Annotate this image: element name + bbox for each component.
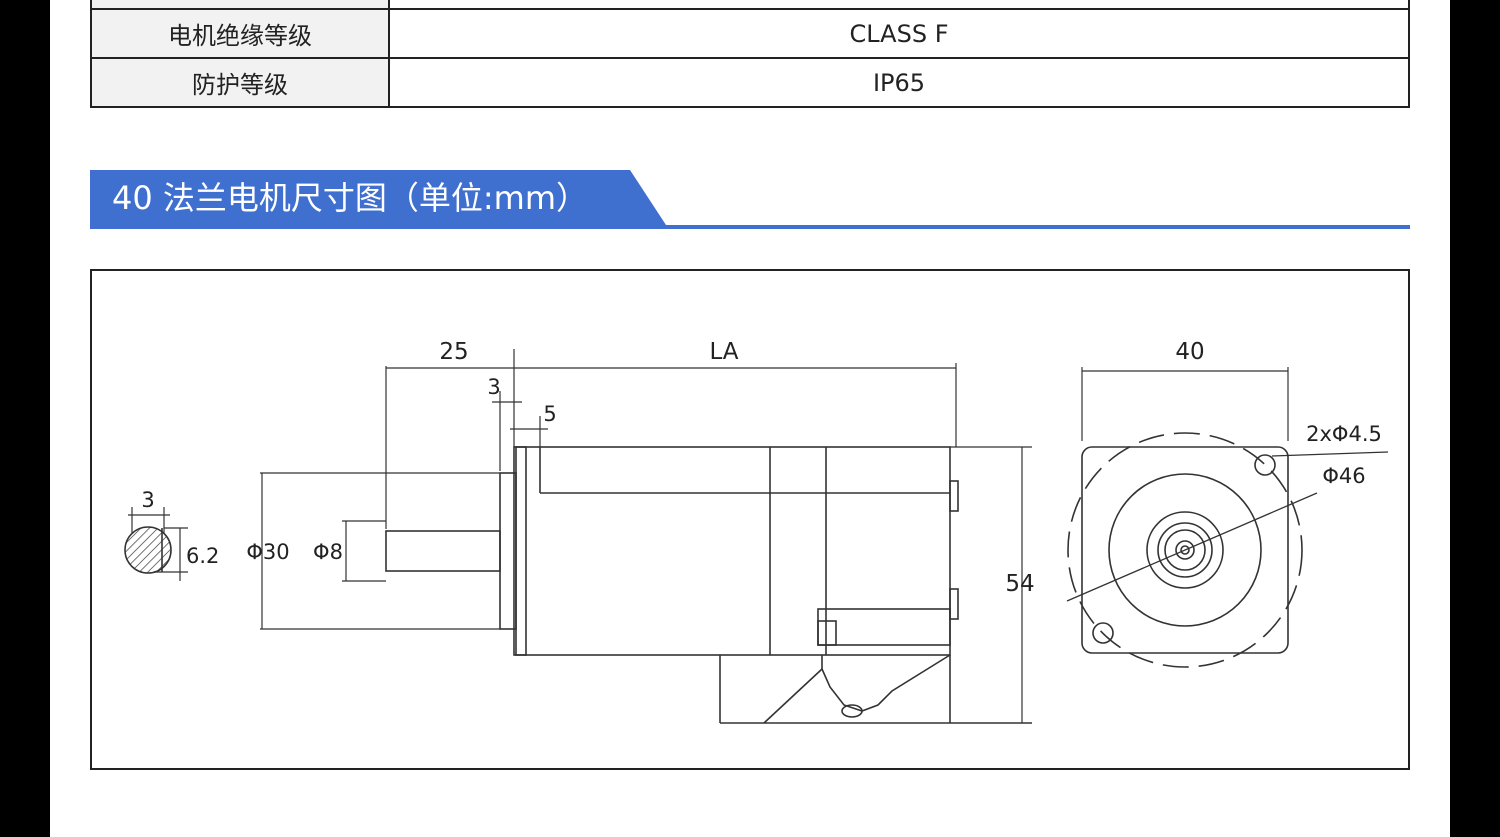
dim-step: 5 — [543, 402, 556, 426]
dim-height: 54 — [1005, 571, 1034, 597]
motor-front-view — [1066, 367, 1389, 668]
banner-shape — [90, 170, 1410, 229]
dim-pilot-diameter: Φ30 — [246, 540, 289, 564]
spec-label: 电机绝缘等级 — [90, 8, 390, 59]
dim-flange-thickness: 3 — [487, 375, 500, 399]
dim-shaft-diameter: Φ8 — [313, 540, 343, 564]
spec-table-row-cutoff — [90, 0, 1410, 10]
dim-key-depth: 6.2 — [186, 544, 219, 568]
motor-side-view — [260, 349, 1032, 724]
dim-square: 40 — [1175, 339, 1204, 365]
dimension-drawing: 25 LA 3 5 3 6.2 Φ30 Φ8 54 40 2xΦ4.5 Φ46 — [90, 269, 1410, 770]
spec-value: CLASS F — [388, 8, 1410, 59]
shaft-section-view — [124, 507, 188, 581]
dim-flange-length: 25 — [439, 339, 468, 365]
dim-holes: 2xΦ4.5 — [1306, 422, 1382, 446]
dim-bolt-circle: Φ46 — [1322, 464, 1365, 488]
drawing-svg: 25 LA 3 5 3 6.2 Φ30 Φ8 54 40 2xΦ4.5 Φ46 — [124, 339, 1389, 724]
spec-row-protection: 防护等级 IP65 — [90, 57, 1410, 108]
section-banner: 40 法兰电机尺寸图（单位:mm） — [90, 170, 1410, 230]
dim-key-width: 3 — [141, 488, 154, 512]
spec-value: IP65 — [388, 57, 1410, 108]
section-title: 40 法兰电机尺寸图（单位:mm） — [112, 179, 589, 217]
spec-row-insulation: 电机绝缘等级 CLASS F — [90, 8, 1410, 59]
page: 电机绝缘等级 CLASS F 防护等级 IP65 40 法兰电机尺寸图（单位:m… — [50, 0, 1450, 837]
spec-table: 电机绝缘等级 CLASS F 防护等级 IP65 — [90, 0, 1410, 108]
dim-body-length: LA — [709, 339, 738, 365]
spec-label: 防护等级 — [90, 57, 390, 108]
dimension-labels: 25 LA 3 5 3 6.2 Φ30 Φ8 54 40 2xΦ4.5 Φ46 — [141, 339, 1382, 597]
